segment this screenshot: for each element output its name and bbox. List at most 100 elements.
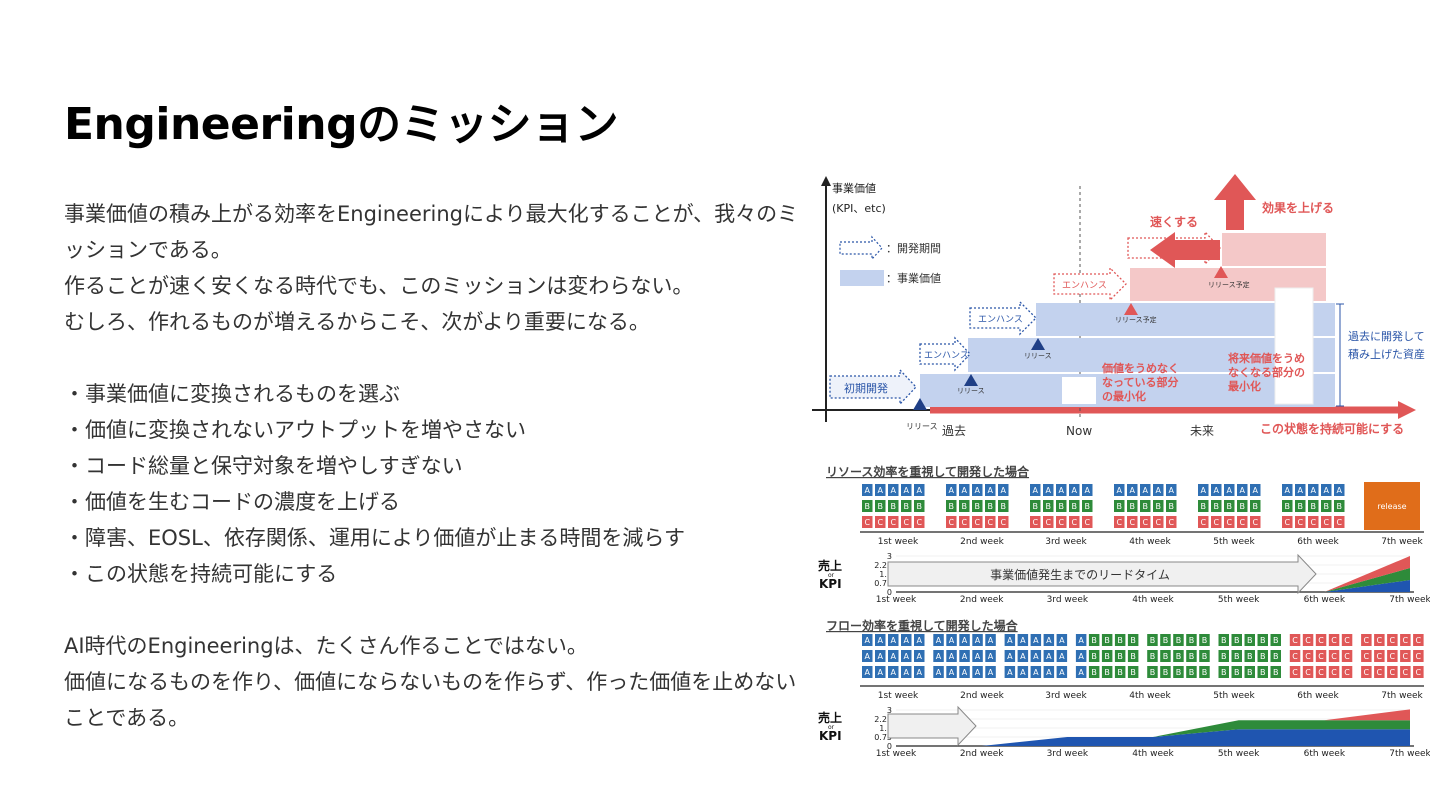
task-letter: C	[1239, 518, 1245, 527]
task-letter: C	[1331, 652, 1337, 661]
task-cell-b	[1186, 634, 1197, 646]
kpi-area-series-2	[896, 720, 1410, 746]
release-planned-marker	[1214, 266, 1228, 278]
task-cell-b	[1186, 666, 1197, 678]
task-letter: B	[1273, 652, 1279, 661]
task-letter: C	[948, 518, 954, 527]
task-cell-a	[1043, 650, 1055, 662]
task-cell-a	[959, 650, 970, 662]
task-cell-c	[1413, 666, 1424, 678]
task-cell-b	[1088, 634, 1100, 646]
task-letter: B	[1311, 502, 1317, 511]
task-letter: B	[1059, 502, 1065, 511]
task-letter: A	[1046, 652, 1052, 661]
task-letter: C	[1305, 668, 1311, 677]
task-cell-a	[875, 666, 886, 678]
task-cell-b	[1231, 666, 1242, 678]
y-axis-label: 事業価値	[832, 182, 876, 195]
task-letter: A	[891, 668, 897, 677]
sustain-label: この状態を持続可能にする	[1260, 421, 1404, 436]
task-letter: A	[878, 636, 884, 645]
task-cell-b	[1218, 650, 1229, 662]
task-cell-c	[1413, 650, 1424, 662]
bullet-item: ・事業価値に変換されるものを選ぶ	[64, 382, 400, 406]
task-cell-b	[1173, 666, 1184, 678]
task-cell-b	[1257, 666, 1268, 678]
task-cell-b	[1270, 666, 1281, 678]
value-layer-2	[968, 338, 1335, 372]
task-cell-c	[1211, 516, 1222, 528]
task-cell-b	[1257, 634, 1268, 646]
task-cell-b	[1088, 666, 1100, 678]
task-cell-c	[1198, 516, 1209, 528]
task-letter: C	[1390, 668, 1396, 677]
task-cell-b	[1082, 500, 1093, 512]
now-label: Now	[1066, 424, 1092, 438]
task-cell-c	[1413, 634, 1424, 646]
task-letter: B	[949, 502, 955, 511]
y-axis-arrow	[821, 176, 831, 186]
task-letter: C	[1331, 636, 1337, 645]
kpi-or: or	[828, 724, 835, 731]
task-letter: C	[1344, 668, 1350, 677]
task-cell-c	[1302, 634, 1314, 646]
task-letter: C	[1116, 518, 1122, 527]
flow-title: フロー効率を重視して開発した場合	[826, 618, 1019, 633]
task-cell-c	[1114, 516, 1125, 528]
task-cell-b	[1199, 666, 1210, 678]
task-letter: A	[1020, 636, 1026, 645]
task-letter: C	[1344, 636, 1350, 645]
task-cell-b	[1030, 500, 1041, 512]
task-cell-c	[1361, 666, 1372, 678]
task-cell-c	[1250, 516, 1261, 528]
task-cell-c	[1308, 516, 1319, 528]
task-letter: A	[1033, 652, 1039, 661]
task-letter: A	[962, 486, 968, 495]
annot-future: なくなる部分の	[1228, 365, 1305, 379]
task-cell-b	[1153, 500, 1164, 512]
task-letter: A	[865, 486, 871, 495]
task-cell-b	[1308, 500, 1319, 512]
task-letter: A	[891, 636, 897, 645]
kpi-sub: KPI	[819, 577, 842, 591]
task-cell-c	[1295, 516, 1306, 528]
week-label: 4th week	[1129, 537, 1171, 547]
task-letter: B	[1260, 652, 1266, 661]
raise-effect-label: 効果を上げる	[1262, 200, 1334, 215]
task-cell-c	[1289, 650, 1301, 662]
task-letter: C	[1318, 636, 1324, 645]
task-letter: B	[1189, 652, 1195, 661]
annot-assets: 積み上げた資産	[1348, 347, 1425, 361]
task-cell-a	[1166, 484, 1177, 496]
task-cell-c	[1400, 634, 1411, 646]
stage-enhance-label: エンハンス	[1062, 281, 1107, 291]
future-layer-2	[1222, 233, 1326, 266]
task-cell-b	[1270, 634, 1281, 646]
task-letter: A	[1007, 668, 1013, 677]
closing-line: AI時代のEngineeringは、たくさん作ることではない。	[64, 634, 588, 658]
kpi-week-label: 4th week	[1132, 749, 1174, 759]
week-label: 7th week	[1381, 537, 1423, 547]
task-cell-a	[972, 634, 983, 646]
task-letter: B	[1130, 668, 1136, 677]
week-label: 5th week	[1213, 537, 1255, 547]
task-cell-b	[1114, 500, 1125, 512]
task-cell-c	[1341, 666, 1353, 678]
task-cell-a	[1308, 484, 1319, 496]
release-label: リリース	[1024, 352, 1052, 360]
task-cell-b	[1199, 634, 1210, 646]
kpi-area-series-1	[896, 729, 1410, 746]
task-cell-c	[1400, 650, 1411, 662]
y-tick-label: 0	[887, 742, 892, 751]
intro-line: むしろ、作れるものが増えるからこそ、次がより重要になる。	[64, 310, 650, 334]
task-letter: C	[1305, 636, 1311, 645]
task-letter: B	[1117, 668, 1123, 677]
task-letter: B	[1130, 502, 1136, 511]
task-letter: B	[1189, 668, 1195, 677]
week-label: 6th week	[1297, 537, 1339, 547]
task-cell-c	[1237, 516, 1248, 528]
kpi-week-label: 6th week	[1304, 595, 1346, 605]
release-label: リリース	[957, 387, 985, 395]
task-letter: A	[1078, 652, 1084, 661]
